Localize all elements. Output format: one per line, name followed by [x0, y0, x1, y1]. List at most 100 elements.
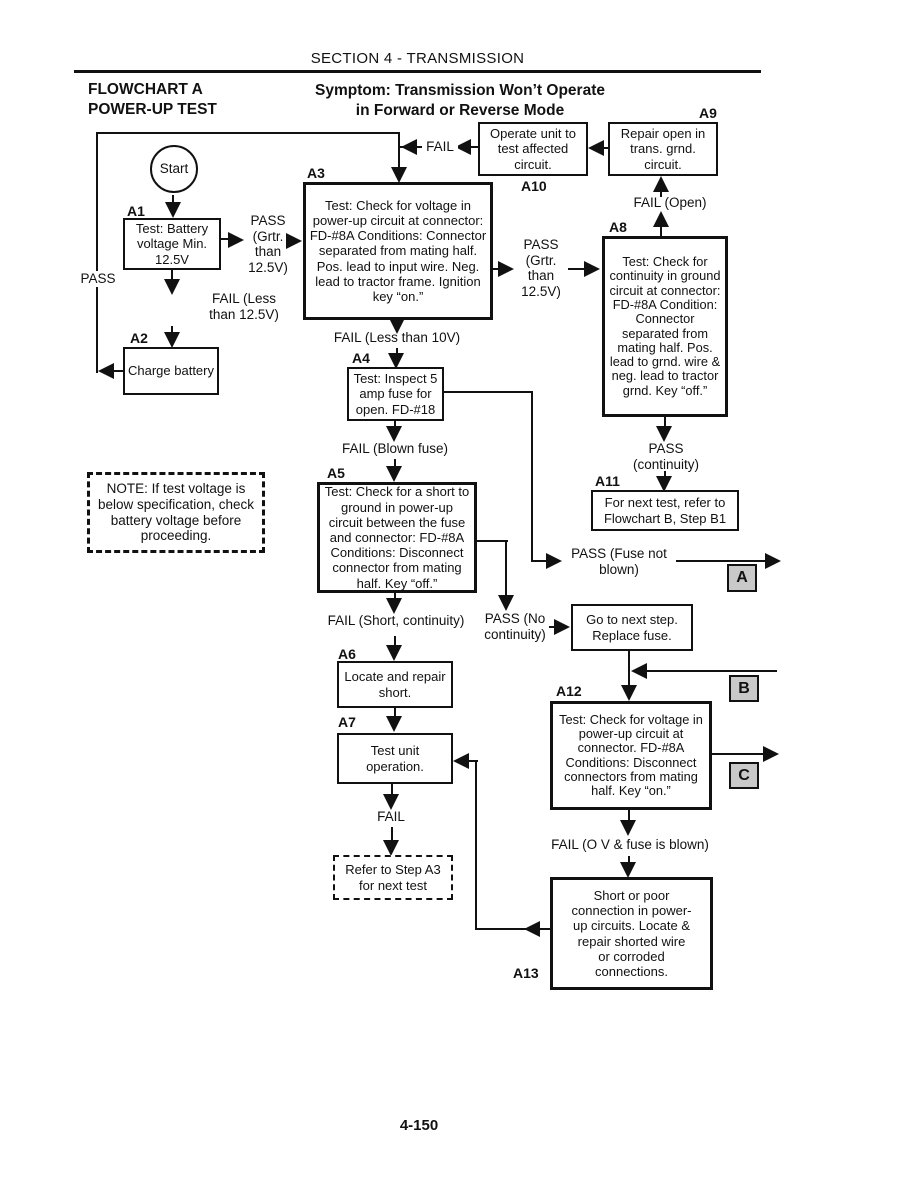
header-rule — [74, 70, 761, 73]
line-a4-pass-h3 — [676, 560, 766, 562]
step-label-a10: A10 — [521, 178, 547, 194]
arrowhead-a1-pass-2 — [286, 233, 302, 249]
edge-label-a1-pass: PASS (Grtr. than 12.5V) — [248, 213, 288, 275]
line-into-a3-vertical — [398, 132, 400, 169]
arrowhead-a10-fail-2 — [455, 139, 471, 155]
line-a2-left — [112, 370, 123, 372]
arrowhead-connector-b — [631, 663, 647, 679]
line-a5-fail-2 — [394, 636, 396, 647]
step-label-a11: A11 — [595, 473, 620, 489]
line-a13-return-h — [475, 928, 550, 930]
symptom-line2: in Forward or Reverse Mode — [355, 101, 565, 119]
line-top-horizontal — [96, 132, 400, 134]
symptom-heading: Symptom: Transmission Won’t Operate in F… — [295, 81, 625, 121]
arrowhead-a12-fail-1 — [620, 820, 636, 836]
arrowhead-a13-into-a7 — [453, 753, 469, 769]
step-box-a9: Repair open in trans. grnd. circuit. — [608, 122, 718, 176]
line-a1-fail-1 — [171, 270, 173, 281]
line-a5-pass-into-go — [549, 626, 556, 628]
arrowhead-start-a1 — [165, 202, 181, 218]
arrowhead-into-a9 — [653, 176, 669, 192]
line-a5-fail-1 — [394, 593, 396, 600]
step-box-a12: Test: Check for voltage in power-up circ… — [550, 701, 712, 810]
step-box-a6: Locate and repair short. — [337, 661, 453, 708]
step-label-a7: A7 — [338, 714, 356, 730]
step-box-a8: Test: Check for continuity in ground cir… — [602, 236, 728, 417]
line-a12-fail-1 — [628, 810, 630, 822]
step-label-a1: A1 — [127, 203, 145, 219]
line-a9-a10 — [602, 147, 608, 149]
edge-label-a8-fail: FAIL (Open) — [633, 195, 707, 210]
line-a8-pass-1 — [664, 417, 666, 428]
line-go-a12 — [628, 651, 630, 686]
step-box-a10: Operate unit to test affected circuit. — [478, 122, 588, 176]
arrowhead-a7-fail-1 — [383, 794, 399, 810]
connector-b: B — [729, 675, 759, 702]
edge-label-a1-fail: FAIL (Less than 12.5V) — [209, 291, 279, 322]
arrowhead-a3-fail-1 — [389, 318, 405, 334]
edge-label-a7-fail: FAIL — [377, 809, 405, 824]
line-a3-fail — [396, 348, 398, 355]
arrowhead-a5-fail-2 — [386, 645, 402, 661]
arrowhead-a5-pass-into-go — [554, 619, 570, 635]
arrowhead-a3-fail-2 — [388, 353, 404, 369]
arrowhead-connector-c — [763, 746, 779, 762]
line-a12-fail-2 — [628, 856, 630, 864]
arrowhead-a10-fail-1 — [401, 139, 417, 155]
section-title: SECTION 4 - TRANSMISSION — [310, 50, 525, 67]
line-connector-c — [712, 753, 766, 755]
line-a8-up — [660, 225, 662, 237]
line-a13-return-v — [475, 760, 477, 930]
arrowhead-a1-fail-2 — [164, 332, 180, 348]
arrowhead-a1-fail-1 — [164, 279, 180, 295]
line-a7-fail-2 — [391, 827, 393, 842]
step-box-a11: For next test, refer to Flowchart B, Ste… — [591, 490, 739, 531]
go-next-box: Go to next step. Replace fuse. — [571, 604, 693, 651]
step-label-a9: A9 — [699, 105, 717, 121]
arrowhead-a8-pass-2 — [656, 476, 672, 492]
connector-c: C — [729, 762, 759, 789]
arrowhead-a3-pass-1 — [498, 261, 514, 277]
step-box-a13: Short or poor connection in power-up cir… — [550, 877, 713, 990]
step-label-a6: A6 — [338, 646, 356, 662]
arrowhead-go-a12 — [621, 685, 637, 701]
line-a1-fail-2 — [171, 326, 173, 335]
arrowhead-a12-fail-2 — [620, 862, 636, 878]
step-label-a5: A5 — [327, 465, 345, 481]
line-a4-pass-h1 — [444, 391, 533, 393]
arrowhead-a3-pass-2 — [584, 261, 600, 277]
line-a5-pass-h — [477, 540, 508, 542]
arrowhead-a2-left — [98, 363, 114, 379]
edge-label-a3-fail: FAIL (Less than 10V) — [333, 330, 461, 345]
line-a6-a7 — [394, 708, 396, 718]
step-box-a3: Test: Check for voltage in power-up circ… — [303, 182, 493, 320]
edge-label-a8-pass: PASS (continuity) — [632, 441, 700, 472]
arrowhead-a5-fail-1 — [386, 598, 402, 614]
edge-label-a2-pass: PASS — [76, 271, 120, 287]
connector-a: A — [727, 564, 757, 592]
step-label-a2: A2 — [130, 330, 148, 346]
edge-label-a4-fail: FAIL (Blown fuse) — [341, 441, 449, 456]
arrowhead-a8-up — [653, 211, 669, 227]
flowchart-name: FLOWCHART A — [88, 81, 203, 98]
edge-label-a12-fail: FAIL (O V & fuse is blown) — [551, 837, 709, 852]
line-a13-into-a7 — [468, 760, 478, 762]
step-box-a2: Charge battery — [123, 347, 219, 395]
note-box: NOTE: If test voltage is below specifica… — [87, 472, 265, 553]
step-label-a4: A4 — [352, 350, 370, 366]
edge-label-a5-fail: FAIL (Short, continuity) — [327, 613, 465, 628]
line-into-a9 — [660, 190, 662, 197]
arrowhead-a8-pass-1 — [656, 426, 672, 442]
edge-label-a10-fail: FAIL — [422, 139, 458, 155]
refer-a3-box: Refer to Step A3 for next test — [333, 855, 453, 900]
line-connector-b — [646, 670, 777, 672]
start-node: Start — [150, 145, 198, 193]
step-label-a8: A8 — [609, 219, 627, 235]
line-a3-pass — [493, 268, 501, 270]
arrowhead-a1-pass-1 — [228, 232, 244, 248]
arrowhead-a4-fail-2 — [386, 466, 402, 482]
arrowhead-a6-a7 — [386, 716, 402, 732]
line-a8-pass-2 — [664, 471, 666, 478]
edge-label-a5-pass: PASS (No continuity) — [484, 611, 546, 642]
